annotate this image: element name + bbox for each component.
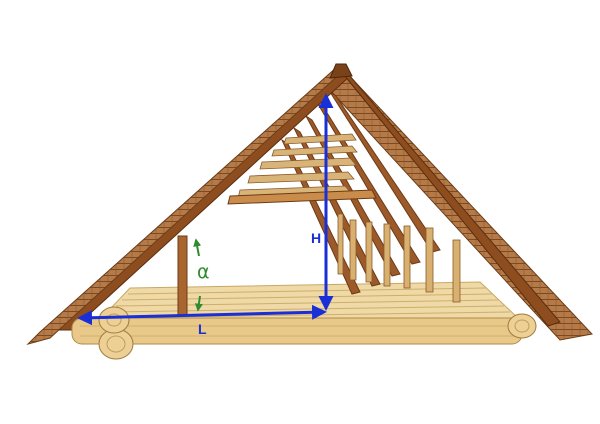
ridge-cap xyxy=(329,63,353,79)
floor-log-beam xyxy=(71,317,523,345)
log-end-right xyxy=(507,313,537,339)
height-label: H xyxy=(311,230,321,246)
angle-arrow-down xyxy=(194,295,203,312)
length-dimension-arrow xyxy=(77,304,327,326)
left-post xyxy=(177,235,188,317)
log-end-left-lower xyxy=(98,328,134,360)
angle-label: α xyxy=(197,261,210,283)
angle-arrow-up xyxy=(193,238,202,257)
posts-right xyxy=(337,213,461,303)
length-label: L xyxy=(198,321,207,337)
log-end-left-upper xyxy=(98,306,130,334)
